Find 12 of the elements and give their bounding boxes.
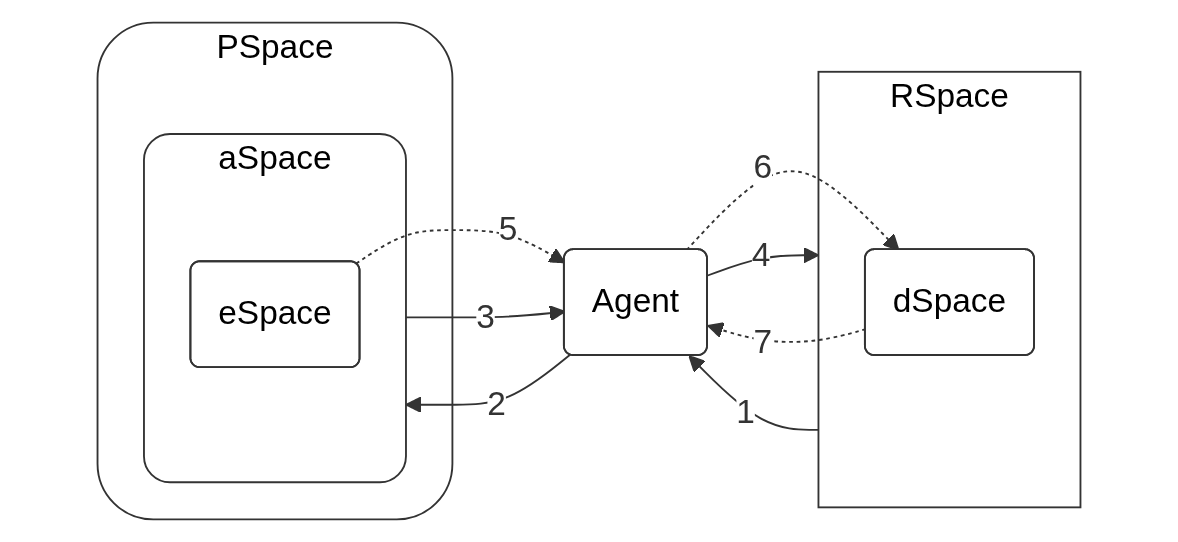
edge-label: 4 <box>751 236 771 274</box>
cluster <box>817 70 1082 509</box>
edge-label: 3 <box>476 297 495 336</box>
cluster <box>143 133 407 484</box>
cluster <box>96 21 454 521</box>
edge-label: 2 <box>487 385 506 423</box>
edge-label: 5 <box>498 210 518 248</box>
edge-label: 7 <box>753 323 773 361</box>
edge-label: 1 <box>736 393 755 431</box>
edge-label: 6 <box>753 148 773 186</box>
arrow <box>405 354 571 413</box>
flowchart-drawing: RSpace PSpace aSpace 6 5 4 3 7 2 1 eSpace Agent dSpace <box>4 4 1174 538</box>
